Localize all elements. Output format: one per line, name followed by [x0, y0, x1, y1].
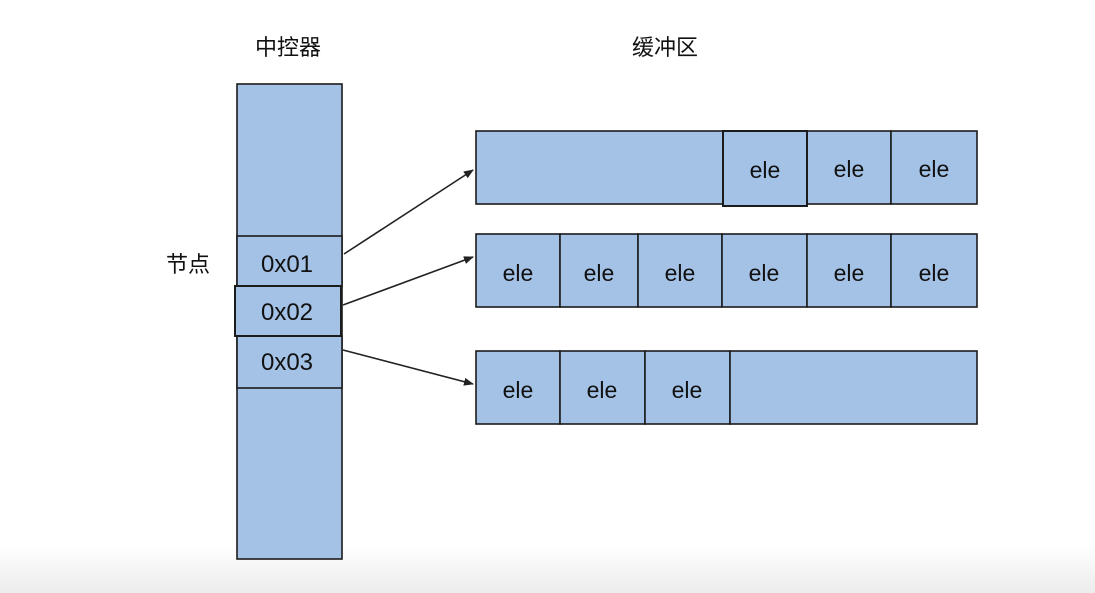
buffer-cell-highlight [722, 130, 808, 207]
buffer-cell-label: ele [665, 260, 696, 286]
buffer-cell-label: ele [584, 260, 615, 286]
buffer-cell [806, 233, 892, 308]
node-cell-0x01: 0x01 [236, 235, 343, 287]
buffer-cell [890, 130, 978, 205]
buffer-cell-label: ele [749, 260, 780, 286]
buffer-cell-label: ele [834, 156, 865, 182]
buffer-cell-label: ele [834, 260, 865, 286]
buffer-cell [890, 233, 978, 308]
node-side-label: 节点 [166, 253, 210, 278]
buffer-cell [475, 350, 561, 425]
buffer-cell-label: ele [750, 157, 781, 183]
buffer-row-3: ele ele ele [475, 350, 978, 425]
node-cell-0x02: 0x02 [234, 285, 342, 337]
buffer-cell [475, 233, 561, 308]
buffer-cell [644, 350, 731, 425]
buffer-cell-label: ele [919, 260, 950, 286]
buffer-cell [806, 130, 892, 205]
buffer-cell-label: ele [587, 377, 618, 403]
buffer-empty-cell [729, 350, 978, 425]
arrow-0x01-to-row-1 [343, 169, 474, 255]
controller-title: 中控器 [255, 36, 321, 61]
node-label: 0x01 [261, 251, 313, 278]
arrow-0x03-to-row-3 [342, 349, 474, 386]
buffer-row-2: ele ele ele ele ele ele [475, 233, 978, 308]
buffer-cell-label: ele [919, 156, 950, 182]
buffer-cell-label: ele [503, 260, 534, 286]
buffer-cell-label: ele [503, 377, 534, 403]
buffer-row-1: ele ele ele [475, 130, 978, 207]
arrow-0x02-to-row-2 [342, 256, 474, 306]
node-label: 0x03 [261, 349, 313, 376]
buffer-cell [559, 233, 639, 308]
buffer-cell-label: ele [672, 377, 703, 403]
buffer-empty-cell [475, 130, 724, 205]
buffer-cell [637, 233, 723, 308]
node-cell-0x03: 0x03 [236, 335, 343, 389]
buffer-title: 缓冲区 [632, 36, 698, 61]
node-label: 0x02 [261, 299, 313, 326]
